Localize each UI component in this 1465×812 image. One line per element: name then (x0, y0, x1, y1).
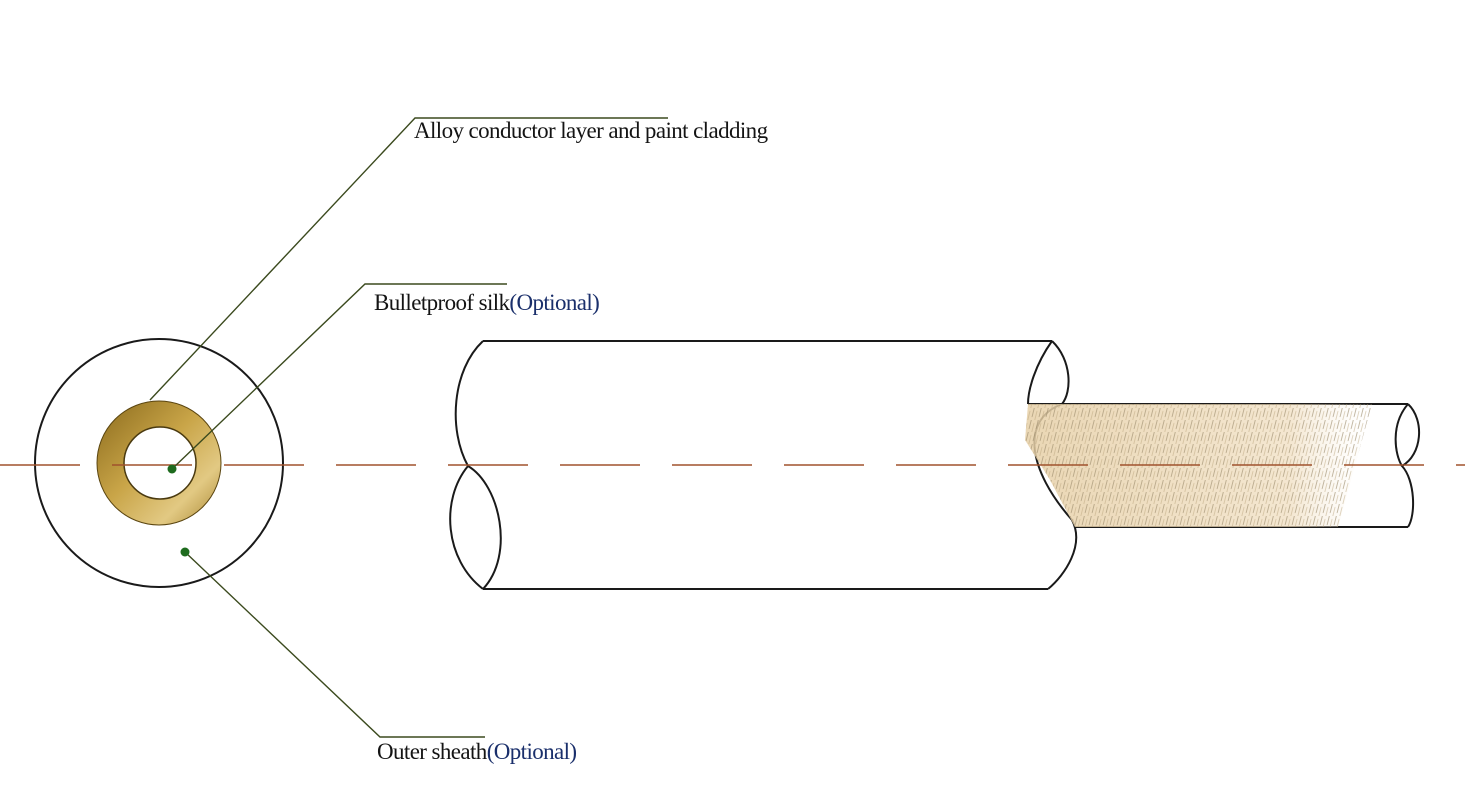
sheath-label-text: Outer sheath (377, 739, 487, 764)
silk-optional-text: (Optional) (509, 290, 600, 315)
alloy-label: Alloy conductor layer and paint cladding (414, 118, 768, 143)
sheath-right-cut-upper (1051, 340, 1070, 405)
silk-leader-line (171, 283, 507, 470)
sheath-left-cut-cross (467, 465, 502, 590)
outer-sheath-body (450, 341, 1080, 589)
sheath-left-cut-lower (449, 465, 484, 590)
alloy-label-text: Alloy conductor layer and paint cladding (414, 118, 768, 143)
sheath-dot (180, 547, 190, 557)
sheath-leader-line (184, 551, 485, 738)
core-circle (123, 426, 197, 500)
silk-label: Bulletproof silk(Optional) (374, 290, 600, 315)
silk-dot (167, 464, 177, 474)
alloy-leader-line (149, 117, 668, 401)
sheath-label: Outer sheath(Optional) (377, 740, 577, 763)
sheath-left-cut-upper (454, 340, 484, 467)
core-right-cut (1400, 403, 1420, 528)
silk-label-text: Bulletproof silk (374, 290, 510, 315)
sheath-optional-text: (Optional) (486, 739, 577, 764)
sheath-right-cut-inner (1027, 340, 1053, 405)
core-right-cut-inner (1394, 403, 1409, 467)
